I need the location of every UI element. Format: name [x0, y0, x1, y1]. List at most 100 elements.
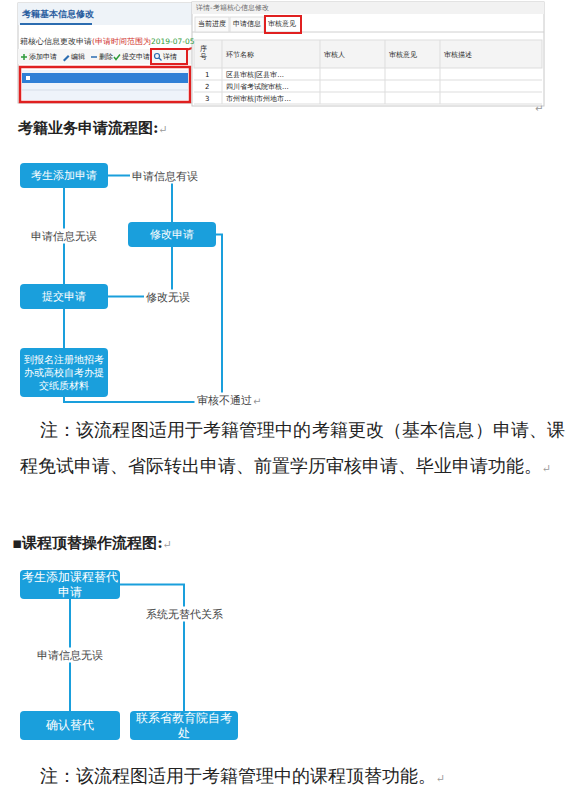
process-box: 确认替代: [20, 711, 120, 740]
table-line: [385, 40, 386, 104]
paragraph-mark: ↵: [159, 123, 168, 136]
process-box: 到报名注册地招考办或高校自考办提交纸质材料: [20, 348, 108, 397]
text-block: ↵: [535, 103, 543, 115]
paragraph-mark: ↵: [542, 462, 551, 475]
date-range-note: (申请时间范围为: [92, 37, 151, 46]
table-line: [222, 40, 223, 104]
tab-label: 当前进度: [198, 20, 226, 28]
table-cell: 市州审核|市州地市...: [226, 95, 291, 103]
tab: [195, 17, 229, 32]
toolbar-button: 详情: [163, 53, 177, 61]
text-block: 考籍基本信息修改: [22, 9, 94, 20]
paragraph-mark: ↵: [163, 538, 172, 551]
tab-label: 审核意见: [268, 20, 296, 28]
delete-icon: [91, 56, 97, 58]
table-line: [320, 40, 321, 104]
text-block: 详情-考籍核心信息修改: [196, 4, 269, 12]
text-block: ↵: [253, 396, 261, 408]
table-line: [440, 40, 441, 104]
date-value: 2019-07-05: [151, 37, 195, 46]
box-text: 提交申请: [42, 290, 86, 304]
text-block: 1: [205, 71, 209, 79]
box-text: 修改申请: [150, 228, 194, 242]
tab-bar: [18, 3, 193, 25]
section-heading: 考籍业务申请流程图:: [18, 119, 159, 137]
text-block: 当前进度: [198, 20, 226, 28]
text-block: 2: [205, 83, 209, 91]
highlight-box: [20, 67, 190, 102]
text-block: 3: [205, 95, 209, 103]
box-text: 到报名注册地招考办或高校自考办提交纸质材料: [22, 353, 106, 392]
text-block: 籍核心信息更改申请(申请时间范围为2019-07-05: [20, 37, 195, 46]
text-block: 详情: [163, 53, 177, 61]
toolbar-button: 删除: [99, 53, 113, 61]
edge-label: 审核不通过: [195, 393, 254, 408]
table-cell: 1: [205, 71, 209, 79]
process-box: 考生添加申请: [20, 163, 108, 188]
table-line: [194, 80, 542, 81]
box-text: 考生添加课程替代申请: [22, 570, 118, 599]
row-line: [22, 90, 188, 91]
toolbar-button: 编辑: [71, 53, 85, 61]
text-block: 提交申请: [122, 53, 150, 61]
table-header: [194, 40, 542, 68]
window-header: [192, 2, 544, 14]
table-cell: 四川省考试院审核...: [226, 83, 289, 91]
table-cell: 区县审核|区县审...: [226, 71, 284, 79]
text-block: 审核意见: [389, 51, 417, 59]
edge-label: 修改无误: [144, 289, 192, 304]
text-block: 市州审核|市州地市...: [226, 95, 291, 103]
table-cell: 3: [205, 95, 209, 103]
process-box: 修改申请: [128, 222, 216, 247]
edit-icon: [63, 55, 70, 62]
edge-label: 申请信息无误: [29, 229, 99, 244]
text-block: 四川省考试院审核...: [226, 83, 289, 91]
process-box: 考生添加课程替代申请: [20, 570, 120, 599]
paragraph-mark: ↵: [436, 772, 445, 785]
table-line: [194, 104, 542, 105]
table-line: [194, 92, 542, 93]
table-header-cell: 审核描述: [444, 51, 472, 59]
tab: [230, 17, 264, 32]
text-block: 序号: [200, 45, 208, 62]
search-icon: [155, 54, 160, 59]
row-checkbox: [26, 76, 30, 80]
flow-connector: [63, 309, 65, 348]
page-heading: 籍核心信息更改申请: [20, 37, 92, 46]
edge-label: 申请信息有误: [130, 168, 200, 183]
text-block: 注：该流程图适用于考籍管理中的课程顶替功能。↵: [20, 758, 565, 797]
section-heading: ▪课程顶替操作流程图:: [12, 534, 163, 552]
table-header-cell: 审核人: [324, 51, 345, 59]
tab-underline: [20, 23, 92, 25]
add-icon: [21, 54, 27, 60]
text-block: 注：该流程图适用于考籍管理中的考籍更改（基本信息）申请、课程免试申请、省际转出申…: [20, 412, 565, 487]
text-block: 编辑: [71, 53, 85, 61]
text-block: 申请信息: [233, 20, 261, 28]
process-box: 联系省教育院自考处: [130, 711, 238, 740]
highlight-box: [265, 16, 301, 33]
text-block: 审核意见: [268, 20, 296, 28]
process-box: 提交申请: [20, 284, 108, 309]
check-icon: [114, 55, 120, 60]
selected-row: [22, 73, 188, 83]
text-block: 环节名称: [226, 51, 254, 59]
text-block: 删除: [99, 53, 113, 61]
screenshot-frame: [18, 3, 193, 103]
highlight-box: [151, 49, 187, 64]
table-area: [22, 70, 188, 100]
toolbar: [18, 49, 193, 64]
table-header-cell: 环节名称: [226, 51, 254, 59]
table-header-cell: 审核意见: [389, 51, 417, 59]
window-title: 详情-考籍核心信息修改: [196, 4, 269, 12]
toolbar-button: 提交申请: [122, 53, 150, 61]
text-block: ▪课程顶替操作流程图:↵: [12, 534, 172, 552]
note-text: 注：该流程图适用于考籍管理中的考籍更改（基本信息）申请、课程免试申请、省际转出申…: [20, 420, 565, 476]
toolbar-button: 添加申请: [29, 53, 57, 61]
tab-title: 考籍基本信息修改: [22, 9, 94, 19]
text-block: 添加申请: [29, 53, 57, 61]
screenshot-frame: [192, 2, 544, 106]
box-text: 联系省教育院自考处: [132, 711, 236, 740]
paragraph-mark: ↵: [535, 103, 543, 114]
tab-label: 申请信息: [233, 20, 261, 28]
